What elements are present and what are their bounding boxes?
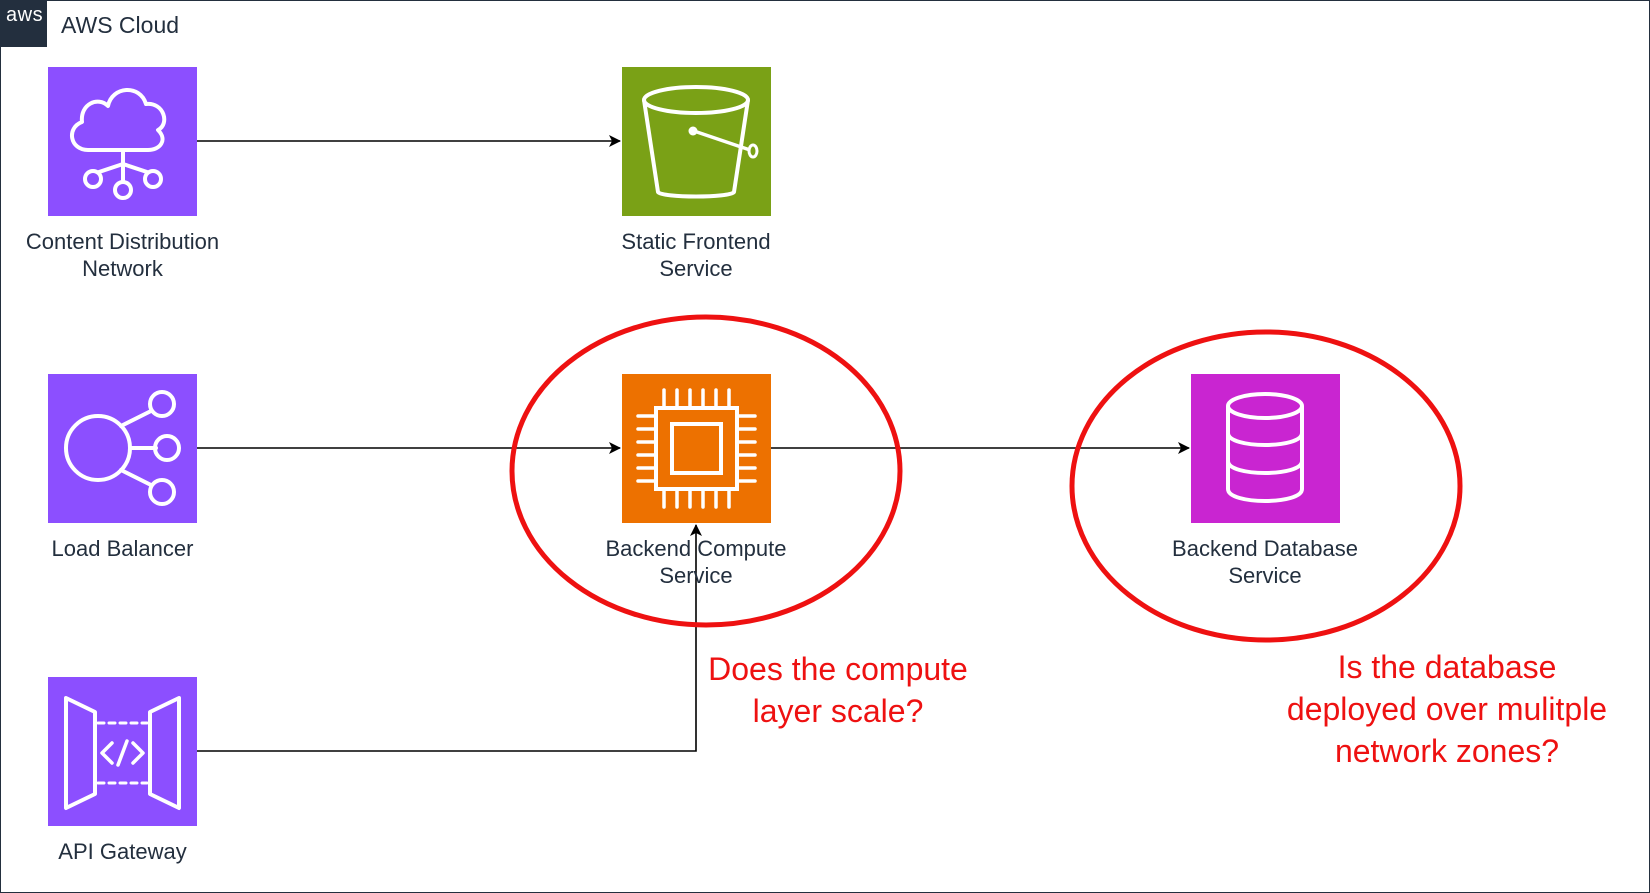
bucket-icon	[642, 85, 759, 199]
static-frontend-label: Static Frontend Service	[621, 229, 771, 281]
database-question: Is the database deployed over mulitple n…	[1286, 649, 1608, 769]
api-gateway-label: API Gateway	[58, 839, 187, 864]
api-gateway-icon	[64, 696, 181, 810]
load-balancer-tile	[48, 374, 197, 523]
cloud-network-icon	[70, 88, 167, 200]
aws-logo-text: aws	[6, 4, 44, 26]
load-balancer-label: Load Balancer	[51, 536, 194, 561]
group-label: AWS Cloud	[61, 12, 180, 38]
backend-database-label: Backend Database Service	[1172, 536, 1358, 588]
load-balancer-node[interactable]	[48, 374, 197, 523]
static-frontend-tile	[622, 67, 771, 216]
api-gateway-node[interactable]	[48, 677, 197, 826]
database-icon	[1226, 392, 1304, 503]
cdn-label: Content Distribution Network	[25, 229, 220, 281]
backend-database-node[interactable]	[1191, 374, 1340, 523]
compute-highlight-circle	[509, 314, 903, 628]
backend-compute-tile	[622, 374, 771, 523]
edge-gateway-to-compute	[197, 524, 702, 752]
compute-question: Does the compute layer scale?	[708, 651, 968, 729]
static-frontend-node[interactable]	[622, 67, 771, 216]
backend-compute-label: Backend Compute Service	[605, 536, 787, 588]
backend-database-tile	[1191, 374, 1340, 523]
database-highlight-circle	[1069, 329, 1463, 643]
load-balancer-icon	[64, 390, 181, 506]
backend-compute-node[interactable]	[622, 374, 771, 523]
chip-icon	[636, 388, 757, 509]
aws-logo-icon: aws	[0, 0, 47, 47]
cdn-node[interactable]	[48, 67, 197, 216]
